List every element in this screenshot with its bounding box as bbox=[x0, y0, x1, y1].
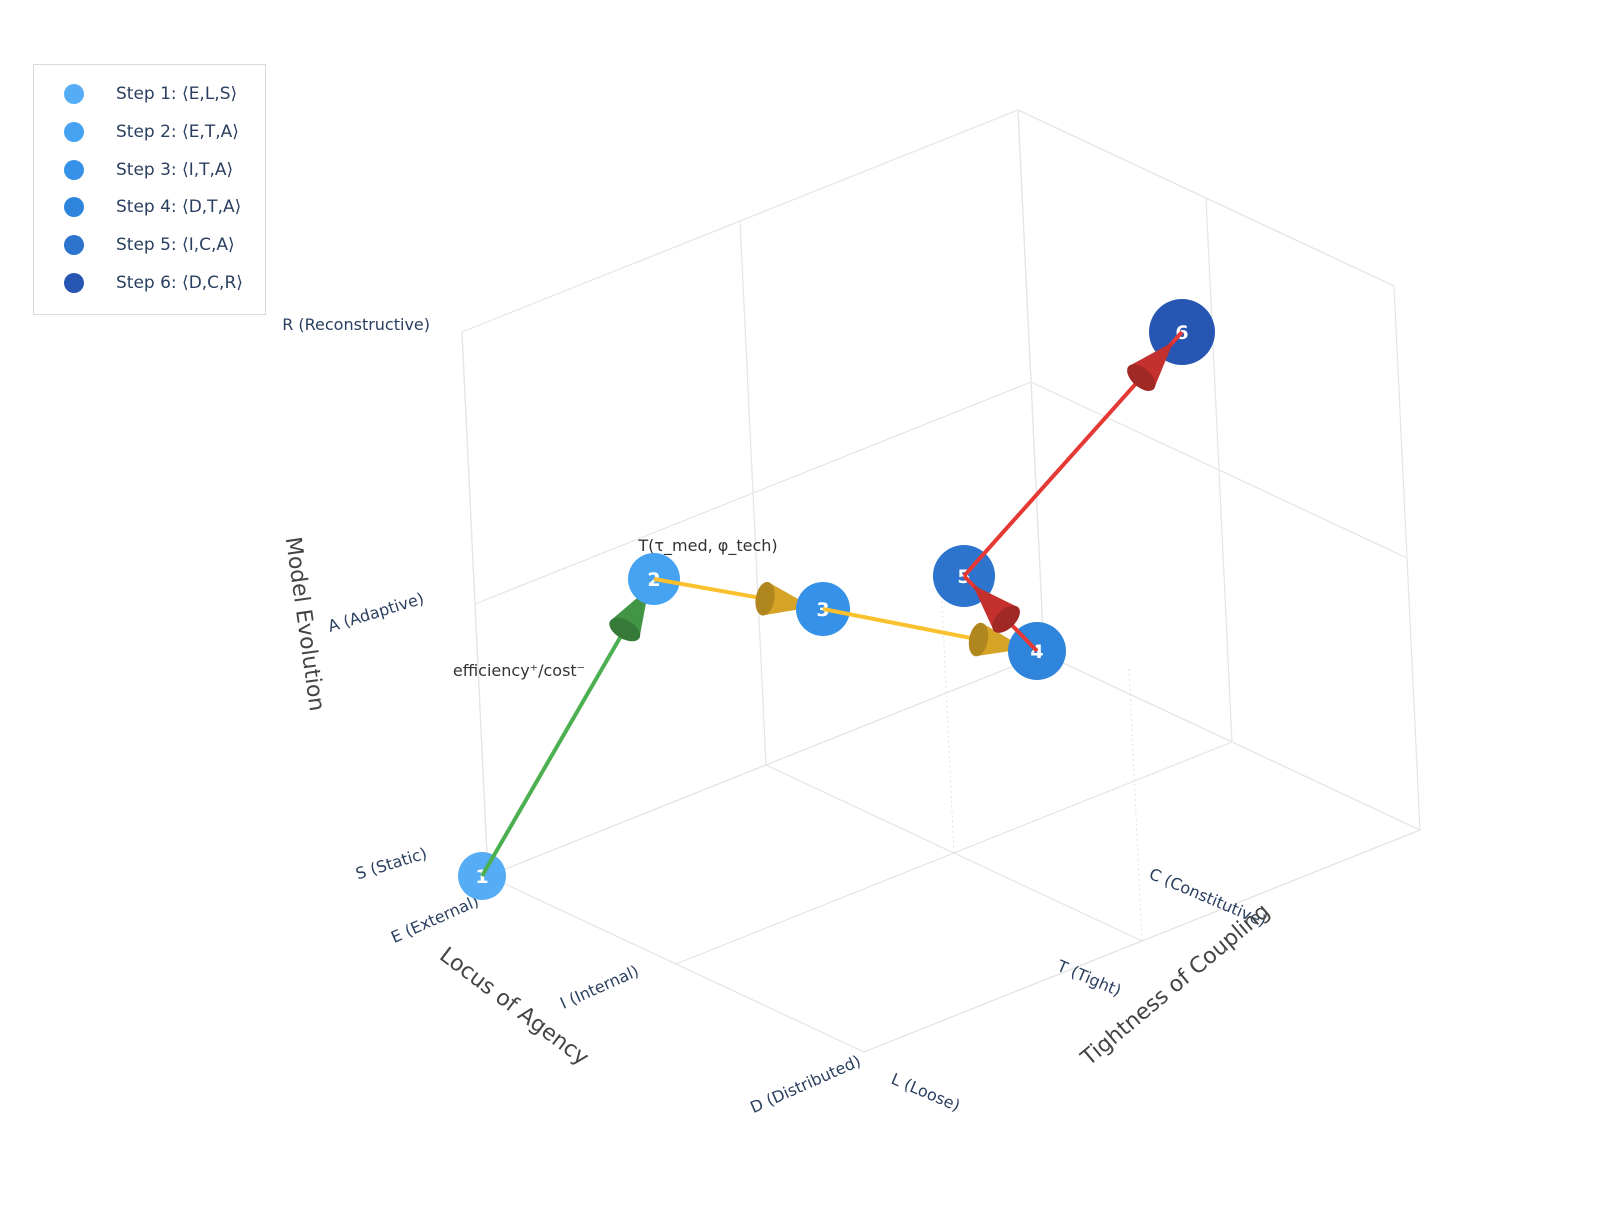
transition-arrow-base bbox=[968, 622, 989, 657]
grid-line bbox=[1043, 653, 1421, 831]
grid-line bbox=[487, 653, 1045, 877]
transition-arrow-base bbox=[992, 605, 1020, 633]
grid-line bbox=[474, 381, 1032, 605]
legend-item-step-5[interactable]: Step 5: ⟨I,C,A⟩ bbox=[34, 230, 265, 260]
legend-marker-step-2 bbox=[64, 122, 84, 142]
annotation-label: T(τ_med, φ_tech) bbox=[637, 536, 777, 556]
legend-label-step-1: Step 1: ⟨E,L,S⟩ bbox=[116, 84, 238, 104]
legend: Step 1: ⟨E,L,S⟩ Step 2: ⟨E,T,A⟩ Step 3: … bbox=[33, 64, 266, 315]
legend-marker-step-6 bbox=[64, 273, 84, 293]
x-tick-label: D (Distributed) bbox=[747, 1051, 863, 1117]
axis-line bbox=[863, 829, 1421, 1053]
grid-line bbox=[487, 875, 865, 1053]
z-axis-title: Model Evolution bbox=[280, 535, 329, 712]
axis-line bbox=[1017, 109, 1395, 287]
grid-line bbox=[461, 109, 1019, 333]
transition-arrow-head bbox=[972, 584, 1019, 632]
legend-marker-step-3 bbox=[64, 160, 84, 180]
y-tick-label: L (Loose) bbox=[888, 1069, 963, 1115]
grid-line bbox=[765, 764, 1143, 942]
z-tick-label: A (Adaptive) bbox=[326, 589, 427, 636]
grid-line bbox=[1030, 381, 1408, 559]
x-tick-label: I (Internal) bbox=[557, 961, 641, 1013]
legend-label-step-3: Step 3: ⟨I,T,A⟩ bbox=[116, 160, 234, 180]
z-tick-label: R (Reconstructive) bbox=[282, 315, 430, 334]
drop-line bbox=[940, 580, 955, 854]
legend-item-step-6[interactable]: Step 6: ⟨D,C,R⟩ bbox=[34, 268, 265, 298]
legend-label-step-4: Step 4: ⟨D,T,A⟩ bbox=[116, 197, 242, 217]
legend-label-step-5: Step 5: ⟨I,C,A⟩ bbox=[116, 235, 235, 255]
legend-marker-step-5 bbox=[64, 235, 84, 255]
transition-arrow-head bbox=[1128, 341, 1174, 389]
transition-arrow-base bbox=[609, 617, 641, 642]
axis-line bbox=[461, 331, 489, 877]
legend-item-step-3[interactable]: Step 3: ⟨I,T,A⟩ bbox=[34, 155, 265, 185]
legend-marker-step-4 bbox=[64, 197, 84, 217]
transition-arrow-base bbox=[755, 581, 775, 616]
annotation-label: efficiency⁺/cost⁻ bbox=[453, 661, 585, 680]
transition-arrow-base bbox=[1127, 364, 1156, 391]
legend-item-step-2[interactable]: Step 2: ⟨E,T,A⟩ bbox=[34, 117, 265, 147]
z-tick-label: S (Static) bbox=[353, 844, 429, 884]
legend-marker-step-1 bbox=[64, 84, 84, 104]
drop-line bbox=[1128, 668, 1143, 942]
x-tick-label: E (External) bbox=[388, 891, 482, 947]
legend-item-step-4[interactable]: Step 4: ⟨D,T,A⟩ bbox=[34, 192, 265, 222]
legend-label-step-6: Step 6: ⟨D,C,R⟩ bbox=[116, 273, 243, 293]
legend-label-step-2: Step 2: ⟨E,T,A⟩ bbox=[116, 122, 239, 142]
legend-item-step-1[interactable]: Step 1: ⟨E,L,S⟩ bbox=[34, 79, 265, 109]
